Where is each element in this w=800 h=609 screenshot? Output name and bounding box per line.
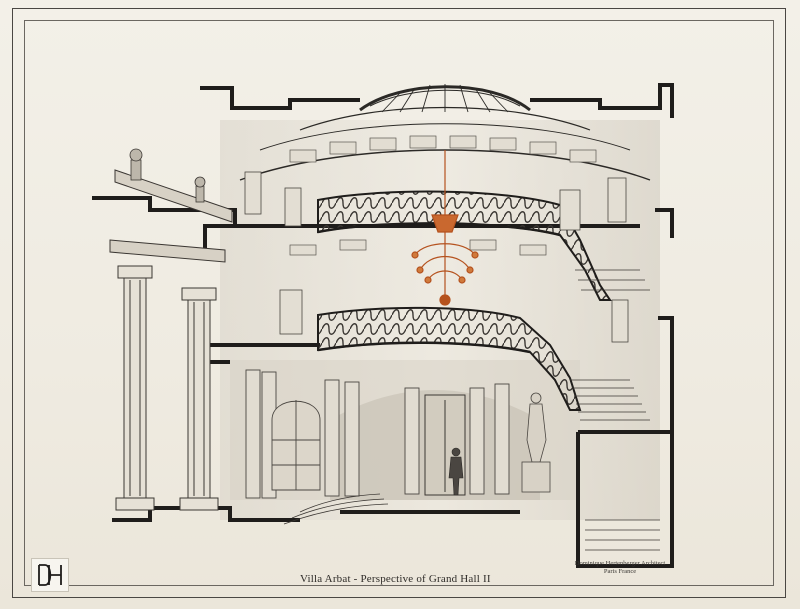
outer-frame: [12, 8, 786, 598]
entrance-steps: [283, 493, 389, 525]
chandelier: [411, 150, 479, 306]
upper-windows: [244, 171, 629, 343]
architect-credit: Dominique Hertenberger Architect Paris F…: [560, 560, 680, 576]
drawing-caption: Villa Arbat - Perspective of Grand Hall …: [300, 573, 491, 585]
dh-monogram-icon: [38, 564, 62, 586]
statue: [521, 392, 551, 493]
rooftop-urns: [129, 148, 206, 203]
arched-window: [271, 400, 321, 491]
portico-columns: [109, 169, 233, 511]
architect-name: Dominique Hertenberger Architect: [574, 560, 666, 567]
inner-frame: [24, 20, 774, 586]
dome-skylight: [239, 84, 651, 181]
coffered-ceiling: [289, 135, 597, 256]
architect-monogram: [31, 558, 69, 592]
lower-balcony: [317, 306, 582, 411]
main-doorway: [424, 394, 466, 496]
section-cut-outline: [92, 83, 674, 568]
architect-location: Paris France: [603, 568, 637, 575]
human-figure: [448, 447, 464, 496]
grand-staircase: [570, 269, 660, 551]
ground-floor-colonnade: [245, 369, 510, 499]
